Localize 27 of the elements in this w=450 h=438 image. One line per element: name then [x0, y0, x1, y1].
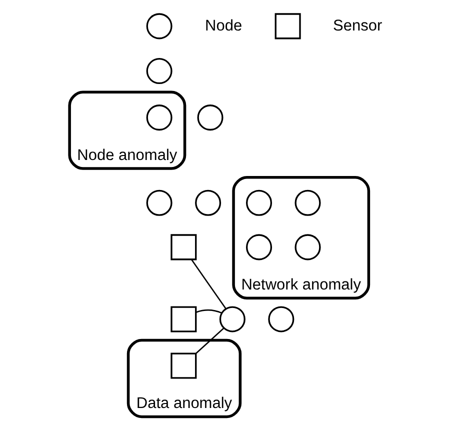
node-box	[170, 234, 196, 260]
node-circle	[218, 306, 245, 332]
legend-label: Sensor	[332, 16, 382, 34]
node-box	[274, 12, 300, 39]
connector	[194, 327, 224, 354]
node-circle	[146, 58, 172, 84]
cluster	[232, 176, 370, 300]
node-circle	[194, 189, 221, 216]
node-box	[170, 306, 196, 332]
node-circle	[146, 189, 172, 216]
connector	[196, 308, 222, 314]
cluster	[126, 338, 242, 418]
node-circle	[294, 189, 320, 216]
node-circle	[146, 12, 172, 39]
node-circle	[268, 306, 294, 332]
node-label: Network anomaly	[240, 276, 360, 294]
node-box	[170, 352, 196, 378]
cluster	[68, 90, 186, 170]
node-circle	[146, 104, 172, 130]
node-circle	[294, 234, 320, 260]
connector	[190, 258, 226, 308]
node-label: Data anomaly	[136, 394, 232, 412]
node-circle	[196, 104, 223, 130]
node-circle	[246, 189, 272, 216]
node-label: Node anomaly	[76, 146, 177, 164]
legend-label: Node	[204, 16, 242, 34]
node-circle	[246, 234, 272, 260]
